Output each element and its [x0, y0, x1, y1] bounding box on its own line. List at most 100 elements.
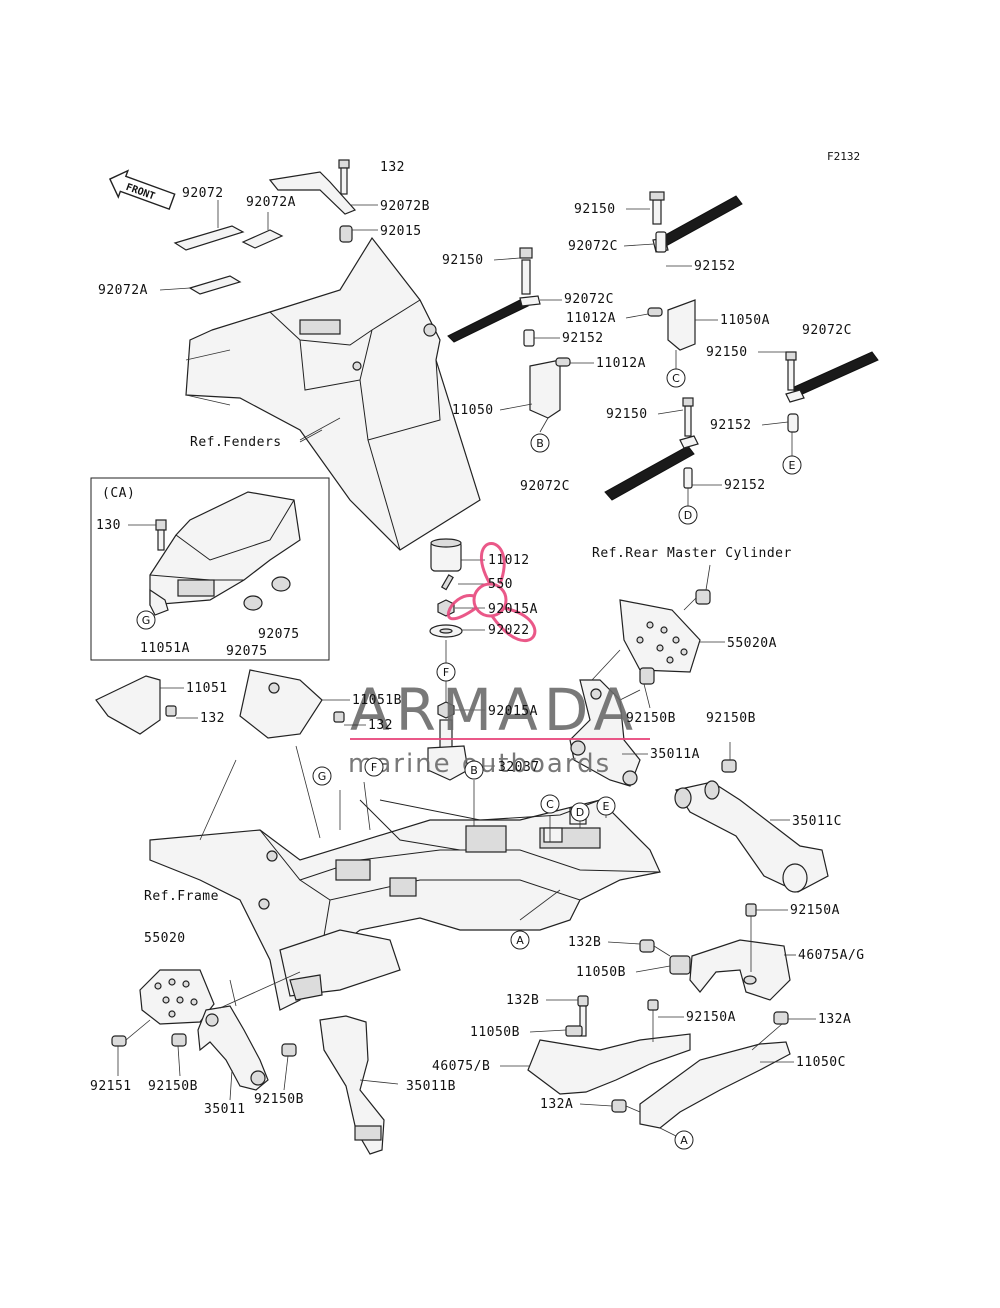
part-label: 92015A [488, 704, 538, 719]
part-label: 11050B [470, 1025, 520, 1040]
part-label: 132B [506, 993, 539, 1008]
front-arrow-icon: FRONT [108, 169, 176, 211]
ref-frame: Ref.Frame [144, 889, 219, 904]
part-label: 92152 [694, 259, 736, 274]
callout-a-frame: A [510, 930, 530, 950]
part-label: 92015A [488, 602, 538, 617]
grab-rails [527, 903, 791, 1137]
part-label: 11050A [720, 313, 770, 328]
part-label: 11050 [452, 403, 494, 418]
part-label: 11051 [186, 681, 228, 696]
svg-text:C: C [546, 798, 554, 811]
part-label: 92150 [706, 345, 748, 360]
part-label: 132 [380, 160, 405, 175]
part-label: 92150 [606, 407, 648, 422]
part-label: 92150B [148, 1079, 198, 1094]
callout-b-frame: B [464, 760, 484, 780]
callout-e-top: E [782, 455, 802, 475]
callout-g-inset: G [136, 610, 156, 630]
part-label: 92151 [90, 1079, 132, 1094]
part-label: 132 [200, 711, 225, 726]
part-label: 132A [540, 1097, 573, 1112]
svg-text:C: C [672, 372, 680, 385]
inset-ca-label: (CA) [102, 486, 135, 501]
inset-battery-tray [149, 491, 301, 616]
part-label: 11051B [352, 693, 402, 708]
part-label: 92150A [790, 903, 840, 918]
svg-text:F: F [371, 761, 377, 774]
part-label: 35011 [204, 1102, 246, 1117]
inset-ca-frame [90, 477, 330, 661]
svg-text:B: B [470, 764, 478, 777]
part-label: 46075/B [432, 1059, 490, 1074]
svg-text:B: B [536, 437, 544, 450]
part-label: 92072B [380, 199, 430, 214]
part-label: 35011C [792, 814, 842, 829]
part-label: 132A [818, 1012, 851, 1027]
part-label: 11050B [576, 965, 626, 980]
part-label: 92152 [724, 478, 766, 493]
part-label: 92152 [710, 418, 752, 433]
ref-rear-master-cylinder: Ref.Rear Master Cylinder [592, 546, 792, 561]
part-label: 92072C [568, 239, 618, 254]
svg-text:E: E [789, 459, 796, 472]
part-label: 92072C [802, 323, 852, 338]
bolt-132-top [338, 159, 378, 243]
svg-text:F: F [443, 666, 449, 679]
svg-text:G: G [318, 770, 327, 783]
diagram-code: F2132 [827, 150, 860, 163]
part-label: 92072C [520, 479, 570, 494]
svg-text:A: A [680, 1134, 688, 1147]
part-label: 92150B [706, 711, 756, 726]
part-label: 132B [568, 935, 601, 950]
part-label: 11051A [140, 641, 190, 656]
part-label: 550 [488, 577, 513, 592]
callout-f-shock: F [436, 662, 456, 682]
part-label: 130 [96, 518, 121, 533]
part-label: 35011A [650, 747, 700, 762]
rear-passenger-bracket-right [674, 742, 829, 893]
part-label: 11050C [796, 1055, 846, 1070]
part-label: 46075A/G [798, 948, 865, 963]
callout-d-top: D [678, 505, 698, 525]
part-label: 92150 [574, 202, 616, 217]
svg-text:E: E [603, 800, 610, 813]
svg-text:A: A [516, 934, 524, 947]
part-label: 92075 [258, 627, 300, 642]
part-label: 92022 [488, 623, 530, 638]
part-label: 35011B [406, 1079, 456, 1094]
battery-straps-group [173, 171, 357, 295]
callout-a-rail: A [674, 1130, 694, 1150]
callout-f-frame: F [364, 757, 384, 777]
shock-mount-stack [427, 538, 495, 781]
part-label: 92150B [626, 711, 676, 726]
part-label: 55020 [144, 931, 186, 946]
part-label: 92072C [564, 292, 614, 307]
callout-c-frame: C [540, 794, 560, 814]
part-label: 132 [368, 718, 393, 733]
part-label: 92072 [182, 186, 224, 201]
main-frame [149, 745, 661, 1011]
callout-b-top: B [530, 433, 550, 453]
part-label: 32037 [498, 760, 540, 775]
callout-e-frame: E [596, 796, 616, 816]
part-label: 92075 [226, 644, 268, 659]
part-label: 11012A [596, 356, 646, 371]
propeller-logo-icon [446, 542, 537, 643]
svg-text:D: D [576, 806, 584, 819]
part-labels: 132 92072 92072A 92072B 92015 92072A 921… [90, 160, 865, 1117]
left-footrest-bracket [111, 969, 399, 1155]
callout-g-frame: G [312, 766, 332, 786]
svg-text:G: G [142, 614, 151, 627]
ref-fenders: Ref.Fenders [190, 435, 282, 450]
part-label: 92150A [686, 1010, 736, 1025]
part-label: 92152 [562, 331, 604, 346]
brackets-11051 [95, 669, 350, 739]
battery-case-fender [185, 236, 481, 551]
callout-c-top: C [666, 368, 686, 388]
part-label: 92150 [442, 253, 484, 268]
watermark-brand: ARMADA [350, 676, 639, 744]
watermark-rule [350, 738, 650, 740]
callout-d-frame: D [570, 802, 590, 822]
